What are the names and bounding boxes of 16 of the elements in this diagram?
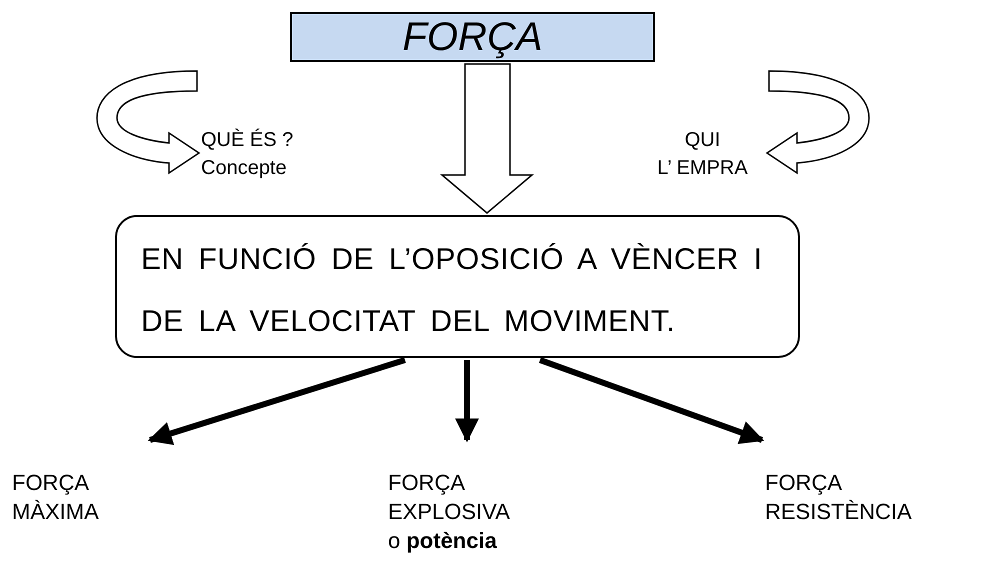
category-text: FORÇA RESISTÈNCIA xyxy=(765,469,913,526)
title-text: FORÇA xyxy=(402,17,542,57)
question-text: QUI xyxy=(684,128,722,153)
curved-arrow xyxy=(96,70,200,174)
block-arrow xyxy=(440,63,534,214)
arrow xyxy=(538,357,764,444)
title-box xyxy=(290,12,655,62)
question-text: QUÈ ÉS ? Concepte xyxy=(201,128,294,181)
curved-arrow xyxy=(766,70,870,174)
question-text: L’ EMPRA xyxy=(656,156,749,181)
category-text: FORÇA MÀXIMA xyxy=(12,469,100,526)
arrow xyxy=(148,357,406,445)
category-text: FORÇA EXPLOSIVA o potència xyxy=(388,469,510,555)
arrow xyxy=(455,360,479,442)
box-text: EN FUNCIÓ DE L’OPOSICIÓ A VÈNCER I DE LA VELOCITAT DEL MOVIMENT. xyxy=(141,242,764,340)
rounded-box xyxy=(115,215,800,358)
